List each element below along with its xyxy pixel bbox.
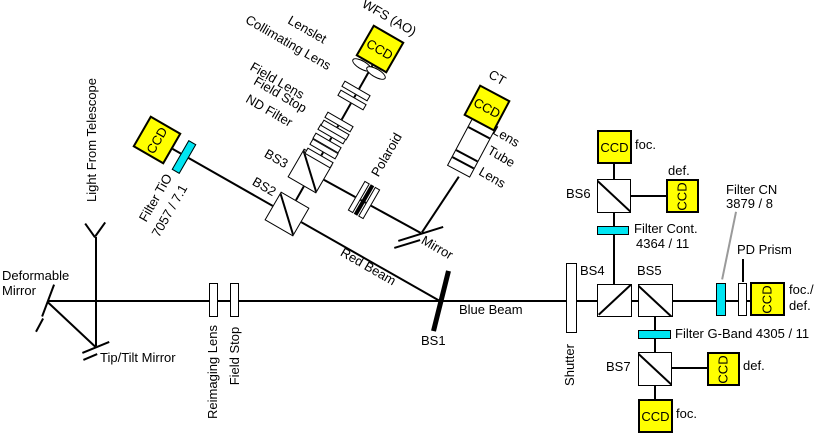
polaroid-label: Polaroid: [368, 130, 405, 180]
bs7-def-label: def.: [743, 358, 765, 373]
filter-cont-label-line1: Filter Cont.: [634, 221, 698, 236]
pd-prism: [738, 283, 747, 316]
bs7-foc-ccd-label: CCD: [641, 408, 670, 424]
bs6-foc-ccd-camera: CCD: [597, 130, 632, 164]
pd-prism-leader-line: [742, 259, 744, 282]
light-from-telescope-label: Light From Telescope: [83, 77, 99, 203]
bs7-cube: [638, 352, 672, 386]
bs5-cube: [638, 284, 673, 317]
bs4-cube: [597, 284, 632, 317]
bs6-foc-ccd-label: CCD: [600, 139, 629, 155]
filter-cn-leader-line: [721, 211, 737, 280]
bs6-def-ccd-label: CCD: [674, 181, 690, 211]
focdef-ccd-label: CCD: [759, 284, 775, 314]
focdef-label-line1: foc./: [789, 282, 814, 297]
focdef-ccd-camera: CCD: [750, 282, 785, 316]
filter-cont-label-line2: 4364 / 11: [636, 236, 690, 251]
bs4-diagonal: [598, 285, 631, 316]
tiptilt-to-deformable-line: [46, 301, 97, 348]
ct-lens-bottom-label: Lens: [476, 163, 509, 191]
ct-label: CT: [486, 66, 509, 89]
wfs-ccd-label: CCD: [364, 35, 396, 63]
deformable-mirror-label-line2: Mirror: [2, 283, 36, 298]
polaroid-element: [347, 180, 381, 220]
tio-ccd-camera: CCD: [132, 115, 182, 165]
bs1-label: BS1: [421, 333, 446, 348]
bs3-label: BS3: [261, 145, 291, 172]
mirror-to-ct-line: [421, 176, 460, 233]
blue-beam-label: Blue Beam: [459, 302, 523, 317]
deformable-mirror-label-line1: Deformable: [2, 268, 70, 283]
red-beam-label: Red Beam: [337, 244, 399, 289]
tip-tilt-mirror-label: Tip/Tilt Mirror: [100, 350, 176, 365]
filter-cont: [597, 226, 629, 235]
bs6-cube: [597, 179, 631, 213]
bs7-def-ccd-camera: CCD: [707, 352, 740, 386]
field-stop-label: Field Stop: [226, 326, 242, 386]
filter-gband: [638, 330, 671, 339]
bs5-diagonal: [639, 285, 672, 316]
fold-mirror-label: Mirror: [418, 232, 456, 263]
filter-gband-label: Filter G-Band 4305 / 11: [675, 326, 810, 341]
main-beam-line: [48, 300, 750, 302]
reimaging-lens: [209, 283, 218, 317]
bs6-def-label: def.: [668, 163, 690, 178]
bs2-diagonal: [279, 192, 295, 237]
filter-tio: [171, 140, 197, 174]
bs4-label: BS4: [580, 263, 605, 278]
filter-cn: [716, 283, 726, 316]
tio-ccd-label: CCD: [143, 124, 171, 156]
light-arrowhead-right: [94, 222, 106, 237]
bs4-branch-line: [613, 164, 615, 284]
bs6-branch-line: [631, 195, 666, 197]
pd-prism-label: PD Prism: [737, 242, 792, 257]
bs6-diagonal: [598, 180, 630, 212]
bs6-def-ccd-camera: CCD: [666, 179, 699, 213]
focdef-label-line2: def.: [789, 298, 811, 313]
telescope-light-line: [95, 237, 97, 346]
bs7-diagonal: [639, 353, 671, 385]
shutter-label: Shutter: [561, 344, 577, 386]
filter-cn-label-line2: 3879 / 8: [726, 196, 773, 211]
tip-tilt-mirror-tick: [83, 353, 98, 361]
field-stop: [230, 283, 239, 317]
bs7-label: BS7: [606, 359, 631, 374]
bs5-label: BS5: [637, 263, 662, 278]
bs6-foc-label: foc.: [635, 137, 656, 152]
bs7-foc-ccd-camera: CCD: [638, 399, 673, 433]
reimaging-lens-label: Reimaging Lens: [204, 325, 220, 419]
bs6-label: BS6: [566, 186, 591, 201]
shutter: [566, 263, 577, 333]
ct-ccd-label: CCD: [471, 94, 503, 122]
deformable-mirror-tick: [35, 318, 44, 333]
bs7-def-ccd-label: CCD: [715, 354, 731, 384]
bs7-foc-label: foc.: [676, 406, 697, 421]
bs7-branch-line: [672, 367, 707, 369]
filter-cn-label-line1: Filter CN: [726, 182, 778, 197]
